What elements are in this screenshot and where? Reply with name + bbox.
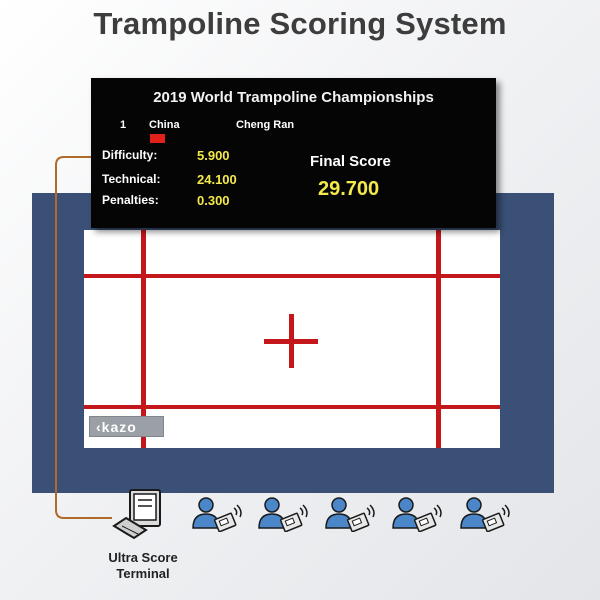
final-score-value: 29.700	[318, 178, 380, 200]
judge-device-icon-1	[192, 497, 242, 532]
judge-device-icon-2	[258, 497, 308, 532]
scoreboard-display: 2019 World Trampoline Championships 1 Ch…	[91, 78, 496, 228]
center-cross-vertical	[289, 314, 294, 368]
logo-chevron-icon: ‹	[96, 419, 102, 435]
athlete-name: Cheng Ran	[236, 119, 295, 131]
trampoline-bed: ‹kazo	[84, 230, 500, 448]
event-title: 2019 World Trampoline Championships	[153, 89, 434, 106]
difficulty-label: Difficulty:	[102, 148, 158, 162]
bed-line-top	[84, 274, 500, 278]
penalties-label: Penalties:	[102, 193, 159, 207]
athlete-rank: 1	[120, 119, 127, 131]
judge-device-icon-5	[460, 497, 510, 532]
judge-device-icon-3	[325, 497, 375, 532]
terminal-label: Ultra Score Terminal	[78, 550, 208, 582]
kazo-logo: ‹kazo	[89, 416, 164, 437]
technical-value: 24.100	[197, 172, 237, 187]
athlete-country: China	[149, 119, 180, 131]
terminal-label-line2: Terminal	[116, 566, 170, 581]
logo-text: kazo	[101, 419, 137, 435]
bed-line-bottom	[84, 405, 500, 409]
terminal-label-line1: Ultra Score	[108, 550, 178, 565]
page-title: Trampoline Scoring System	[93, 6, 507, 41]
technical-label: Technical:	[102, 172, 161, 186]
judge-device-icon-4	[392, 497, 442, 532]
terminal-computer-icon	[112, 489, 161, 540]
final-score-label: Final Score	[310, 153, 391, 170]
difficulty-value: 5.900	[197, 148, 230, 163]
china-flag-icon	[150, 134, 165, 143]
bed-line-right	[436, 230, 441, 448]
penalties-value: 0.300	[197, 193, 230, 208]
bed-line-left	[141, 230, 146, 448]
